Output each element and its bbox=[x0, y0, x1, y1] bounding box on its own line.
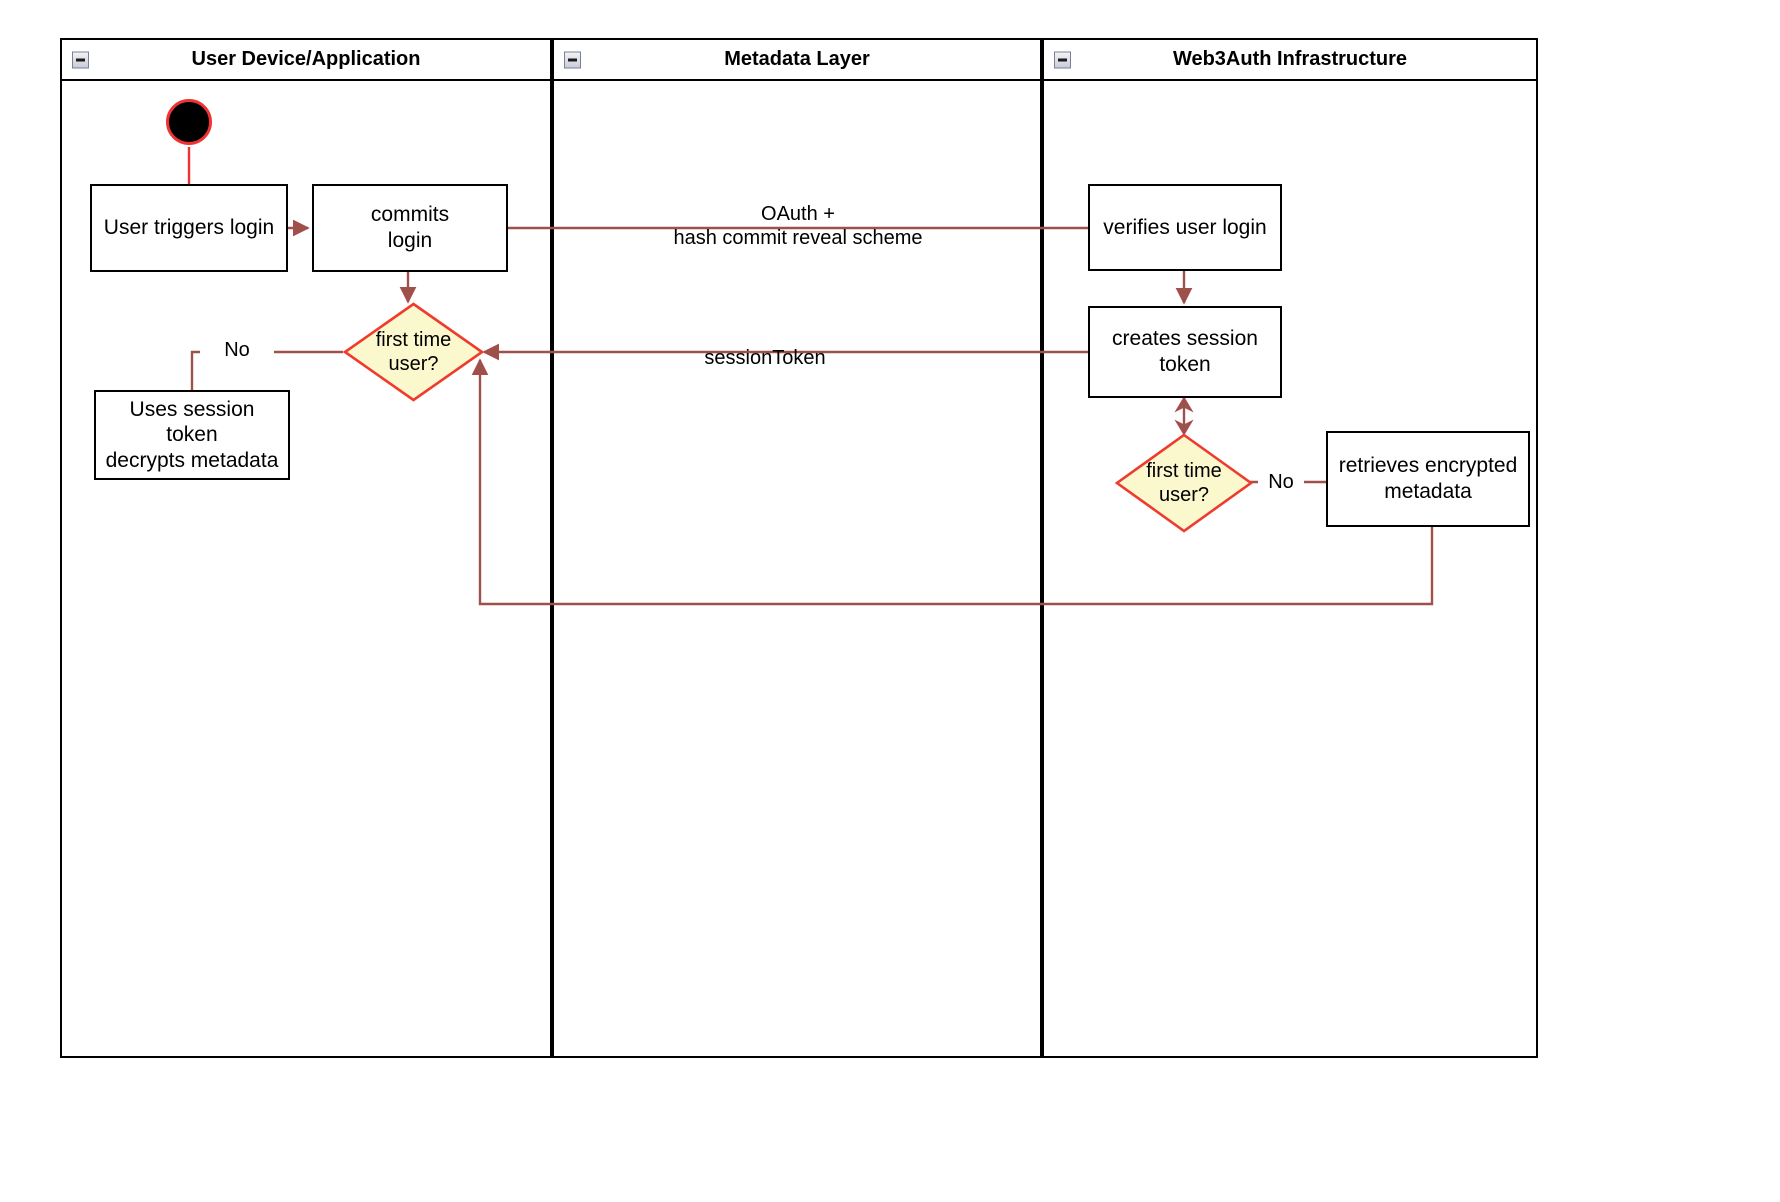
edge-label-no-left: No bbox=[200, 338, 274, 363]
lane-title-metadata-layer: Metadata Layer bbox=[724, 48, 870, 70]
edge-label-oauth: OAuth + hash commit reveal scheme bbox=[673, 203, 923, 250]
lane-header-web3auth[interactable]: Web3Auth Infrastructure bbox=[1042, 38, 1538, 81]
collapse-minus-icon[interactable] bbox=[72, 51, 89, 68]
activity-retrieves-encrypted-metadata[interactable]: retrieves encrypted metadata bbox=[1326, 431, 1530, 527]
activity-commits-login[interactable]: commits login bbox=[312, 184, 508, 272]
decision-label-left: first time user? bbox=[375, 329, 452, 375]
lane-header-metadata-layer[interactable]: Metadata Layer bbox=[552, 38, 1042, 81]
lane-body-metadata-layer bbox=[552, 38, 1042, 1058]
decision-first-time-user-left[interactable]: first time user? bbox=[342, 302, 485, 402]
collapse-minus-icon[interactable] bbox=[564, 51, 581, 68]
edge-label-session-token: sessionToken bbox=[704, 347, 826, 369]
activity-verifies-user-login[interactable]: verifies user login bbox=[1088, 184, 1282, 271]
lane-title-user-device: User Device/Application bbox=[191, 48, 421, 70]
edge-label-no-right: No bbox=[1258, 470, 1304, 495]
activity-user-triggers-login[interactable]: User triggers login bbox=[90, 184, 288, 272]
collapse-minus-icon[interactable] bbox=[1054, 51, 1071, 68]
decision-first-time-user-right[interactable]: first time user? bbox=[1114, 433, 1254, 533]
activity-creates-session-token[interactable]: creates session token bbox=[1088, 306, 1282, 398]
lane-title-web3auth: Web3Auth Infrastructure bbox=[1172, 48, 1408, 70]
decision-label-right: first time user? bbox=[1146, 460, 1222, 506]
start-node bbox=[166, 99, 212, 145]
activity-uses-session-token[interactable]: Uses session token decrypts metadata bbox=[94, 390, 290, 480]
lane-header-user-device[interactable]: User Device/Application bbox=[60, 38, 552, 81]
